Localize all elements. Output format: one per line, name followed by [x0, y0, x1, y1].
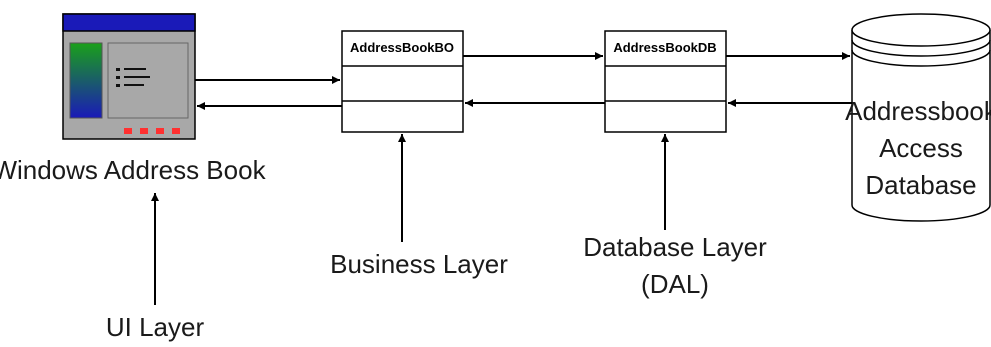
database-label-line2: Access: [879, 133, 963, 163]
application-window-icon: [62, 13, 196, 140]
status-leds-icon: [124, 128, 180, 134]
connectors: [195, 52, 852, 110]
database-cylinder-icon: Addressbook Access Database: [845, 13, 991, 222]
business-layer-label: Business Layer: [330, 249, 508, 279]
list-lines-icon: [116, 68, 150, 87]
layer-pointers: [151, 134, 669, 305]
database-layer-label-line2: (DAL): [641, 269, 709, 299]
addressbookdb-label: AddressBookDB: [613, 40, 716, 55]
database-layer-label-line1: Database Layer: [583, 232, 767, 262]
ui-layer-label: UI Layer: [106, 312, 205, 342]
addressbookbo-label: AddressBookBO: [350, 40, 454, 55]
database-label-line3: Database: [865, 170, 976, 200]
addressbookbo-class-box: AddressBookBO: [341, 30, 464, 133]
app-label: Windows Address Book: [0, 155, 267, 185]
addressbookdb-class-box: AddressBookDB: [604, 30, 727, 133]
database-label-line1: Addressbook: [845, 96, 991, 126]
